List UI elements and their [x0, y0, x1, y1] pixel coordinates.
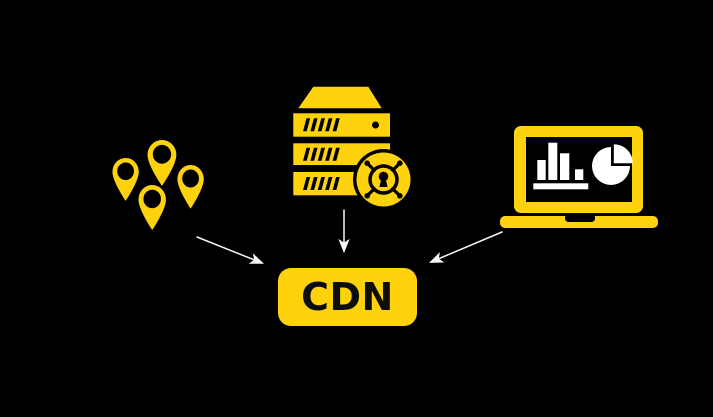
bar-chart-icon	[533, 142, 589, 190]
map-pin-icon	[145, 137, 179, 189]
server-led-dot	[372, 121, 379, 129]
server-vents	[303, 177, 340, 190]
pie-chart-icon	[592, 144, 633, 185]
security-badge-icon	[353, 149, 414, 210]
bar-chart-baseline	[533, 183, 589, 190]
map-pins-icon	[110, 137, 206, 233]
server-security-icon	[293, 86, 414, 210]
laptop-analytics-icon	[500, 126, 658, 228]
server-lid	[298, 86, 382, 109]
arrow-laptop-to-cdn	[429, 231, 503, 263]
server-vents	[303, 118, 340, 132]
badge-spokes	[367, 163, 400, 196]
laptop-base-notch	[565, 213, 595, 222]
cdn-label: CDN	[301, 275, 394, 319]
map-pin-icon	[136, 182, 168, 233]
arrow-pins-to-cdn	[196, 236, 264, 264]
cdn-node: CDN	[278, 268, 417, 326]
map-pin-icon	[175, 162, 206, 212]
map-pin-icon	[110, 156, 141, 204]
keyhole-icon	[378, 171, 389, 187]
pie-slice	[613, 144, 633, 164]
server-bay	[293, 113, 390, 137]
badge-spoke-knobs	[364, 160, 403, 199]
badge-ring	[368, 164, 399, 195]
server-vents	[303, 147, 340, 161]
